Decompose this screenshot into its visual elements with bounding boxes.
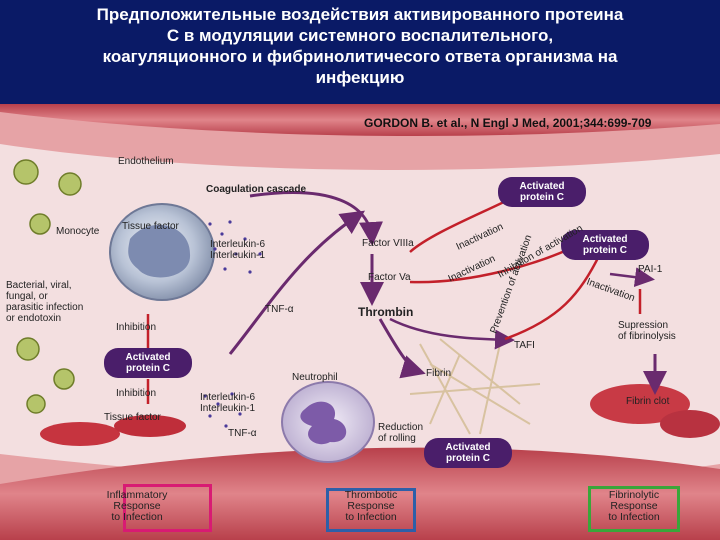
cytokine-particles [203,220,262,428]
apc-badge-left [104,348,192,378]
monocyte-nucleus [128,224,191,278]
red-blood-cell [114,415,186,437]
pathogen-cluster [13,159,82,414]
fibrin-arrow [378,318,426,379]
fibrin-mesh [409,338,541,435]
label-tnf-bottom: TNF-α [228,428,257,439]
label-coagulation-cascade: Coagulation cascade [206,184,306,195]
apc-badge-bottom [424,438,512,468]
inflammatory-response-text: Inflammatory Response to Infection [106,489,168,523]
slide-title: Предположительные воздействия активирова… [96,5,624,87]
label-tafi: TAFI [514,340,535,351]
fibrinolytic-response-box [588,486,680,532]
label-monocyte: Monocyte [56,226,100,237]
label-tissue-factor: Tissue factor [122,221,180,232]
tafi-arrow [389,317,515,350]
neutrophil-nucleus [300,401,347,445]
label-tnf-top: TNF-α [265,304,294,315]
label-endothelium: Endothelium [118,156,174,167]
red-blood-cell [40,422,120,446]
apc-badge-top [498,177,586,207]
label-thrombin: Thrombin [358,305,413,319]
inflammatory-response-box [123,484,212,532]
red-blood-cell [660,410,720,438]
thrombotic-response-box [326,488,416,532]
apc-badge-mid [561,230,649,260]
cytokine-arrow [228,210,365,355]
label-pai1: PAI-1 [638,264,663,275]
label-fibrin: Fibrin [426,368,451,379]
label-fibrin-clot: Fibrin clot [626,396,670,407]
label-inhibition-top: Inhibition [116,322,156,333]
label-tissue-factor-bottom: Tissue factor [104,412,162,423]
title-banner: Предположительные воздействия активирова… [0,0,720,104]
label-inhibition-bottom: Inhibition [116,388,156,399]
label-factor-viiia: Factor VIIIa [362,238,414,249]
pai-arrow [609,267,655,288]
label-neutrophil: Neutrophil [292,372,338,383]
label-factor-va: Factor Va [368,272,411,283]
vessel-wall-bottom [0,447,720,540]
thrombotic-response-text: Thrombotic Response to Infection [344,489,398,523]
citation: GORDON B. et al., N Engl J Med, 2001;344… [364,116,652,130]
fibrinolytic-response-text: Fibrinolytic Response to Infection [608,489,660,523]
mechanism-diagram: Endothelium Coagulation cascade Tissue f… [0,104,720,540]
coagulation-arrow [249,191,383,246]
vessel-wall-top [0,104,720,137]
